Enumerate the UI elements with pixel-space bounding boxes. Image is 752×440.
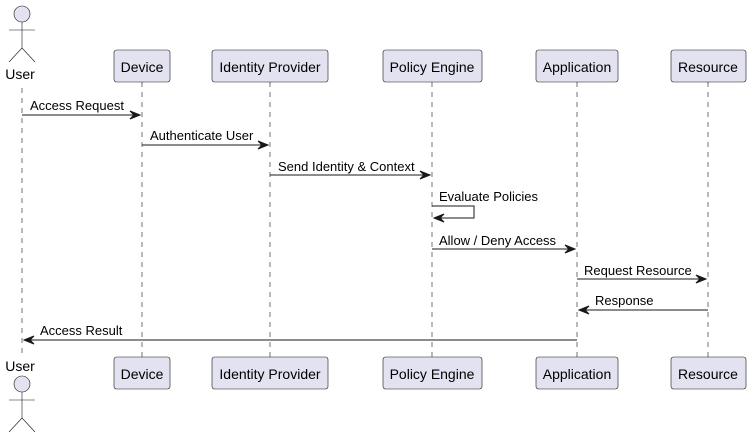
arrowhead-icon [564,244,577,254]
message-authenticate-user: Authenticate User [142,128,270,150]
participant-resource-top: Resource [670,49,747,83]
actor-label-user-bottom: User [5,358,35,374]
svg-text:Allow / Deny Access: Allow / Deny Access [439,233,557,248]
svg-text:Policy Engine: Policy Engine [390,366,475,382]
svg-text:Resource: Resource [678,366,738,382]
message-access-request: Access Request [22,98,142,120]
actor-user-bottom: User [5,358,36,433]
svg-text:Application: Application [543,59,612,75]
svg-text:Identity Provider: Identity Provider [219,366,320,382]
arrowhead-icon [419,170,432,180]
svg-text:Response: Response [595,293,654,308]
participant-identity-provider-top: Identity Provider [211,49,329,83]
svg-text:Access Request: Access Request [30,98,124,113]
message-access-result: Access Result [22,323,577,345]
svg-text:Authenticate User: Authenticate User [150,128,254,143]
svg-text:Application: Application [543,366,612,382]
svg-text:Evaluate Policies: Evaluate Policies [439,189,538,204]
svg-text:Resource: Resource [678,59,738,75]
participant-device-bottom: Device [113,356,171,390]
svg-text:Access Result: Access Result [40,323,123,338]
participant-resource-bottom: Resource [670,356,747,390]
participant-identity-provider-bottom: Identity Provider [211,356,329,390]
participant-application-bottom: Application [535,356,619,390]
arrowhead-icon [432,213,445,223]
svg-text:Device: Device [121,366,164,382]
arrowhead-icon [577,305,590,315]
participant-application-top: Application [535,49,619,83]
actor-label-user-top: User [5,66,35,82]
arrowhead-icon [257,140,270,150]
svg-text:Policy Engine: Policy Engine [390,59,475,75]
participant-policy-engine-bottom: Policy Engine [382,356,483,390]
arrowhead-icon [129,110,142,120]
arrowhead-icon [22,335,35,345]
svg-text:Device: Device [121,59,164,75]
message-evaluate-policies: Evaluate Policies [432,189,538,223]
svg-text:Identity Provider: Identity Provider [219,59,320,75]
actor-user-top: User [5,5,36,82]
participant-policy-engine-top: Policy Engine [382,49,483,83]
message-request-resource: Request Resource [577,263,708,284]
svg-text:Send Identity & Context: Send Identity & Context [278,159,415,174]
participant-device-top: Device [113,49,171,83]
svg-text:Request Resource: Request Resource [584,263,692,278]
actor-head-icon [13,375,31,393]
message-allow-deny-access: Allow / Deny Access [432,233,577,254]
message-send-identity-context: Send Identity & Context [270,159,432,180]
arrowhead-icon [695,274,708,284]
actor-head-icon [13,5,31,23]
message-response: Response [577,293,708,315]
